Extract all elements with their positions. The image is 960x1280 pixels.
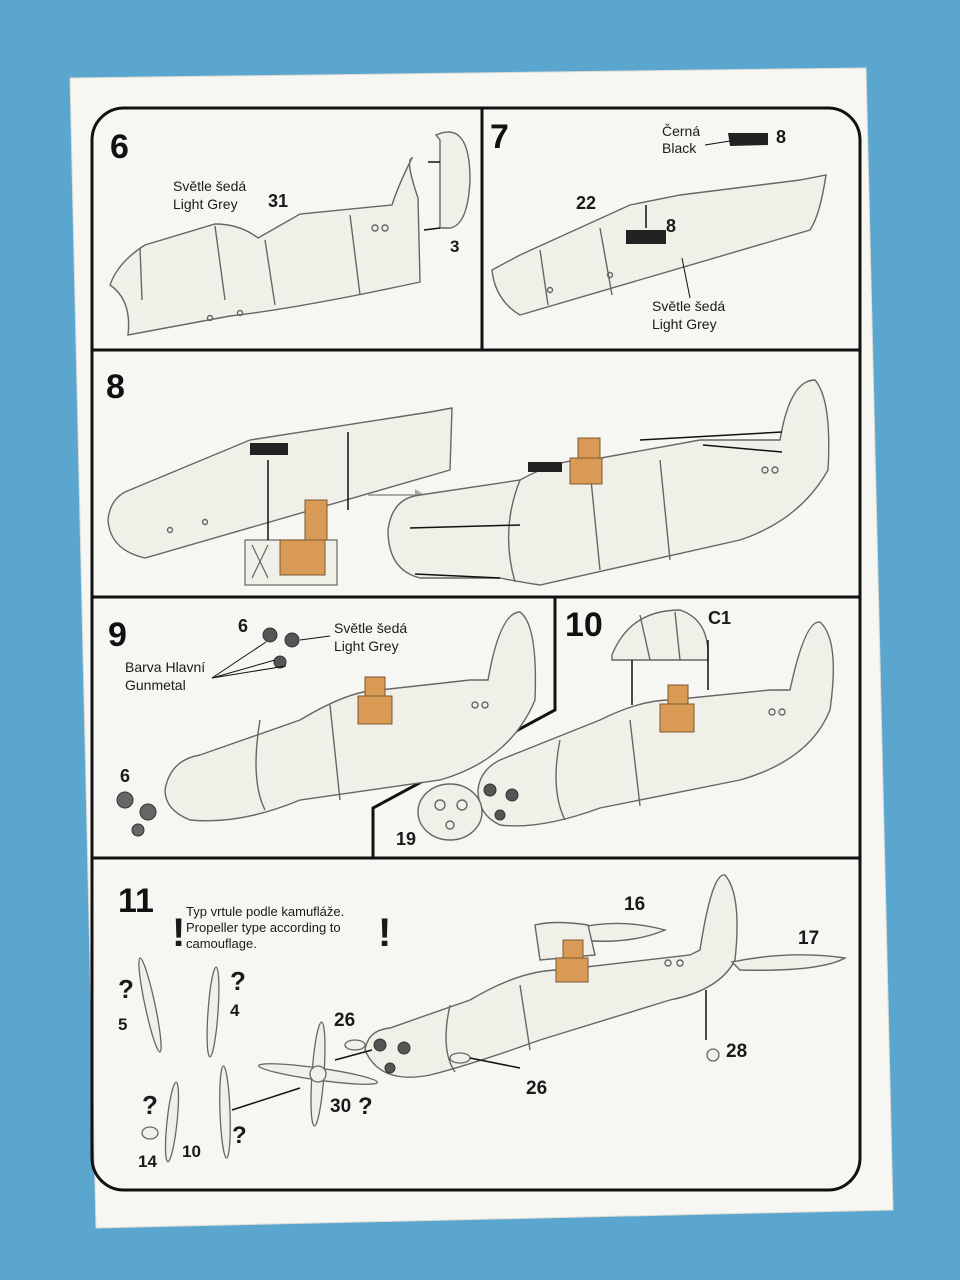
arrow bbox=[231, 1087, 301, 1111]
step-number: 7 bbox=[490, 118, 509, 156]
arrow bbox=[469, 1057, 521, 1069]
seat bbox=[357, 695, 393, 725]
step-11: 11 ! ! Typ vrtule podle kamufláže. Prope… bbox=[118, 874, 848, 1171]
paint-label-en: Light Grey bbox=[173, 196, 238, 212]
seat bbox=[659, 703, 695, 733]
gun-part bbox=[116, 791, 157, 837]
warning-icon: ! bbox=[172, 911, 185, 955]
fuselage-half bbox=[107, 407, 453, 559]
part-number: 5 bbox=[118, 1015, 127, 1034]
arrow bbox=[414, 573, 501, 579]
paint-label-cz: Světle šedá bbox=[173, 178, 246, 194]
black-label-en: Black bbox=[662, 140, 697, 156]
paint-label-cz: Světle šedá bbox=[334, 620, 407, 636]
part-number: 6 bbox=[238, 616, 248, 636]
fuselage-assembled bbox=[164, 611, 537, 822]
part-number: 14 bbox=[138, 1152, 157, 1171]
gun-part bbox=[373, 1038, 411, 1074]
step-10: 10 C1 19 bbox=[396, 606, 834, 849]
leader-line bbox=[681, 257, 691, 299]
part-number: 17 bbox=[798, 928, 819, 949]
part-number: 6 bbox=[120, 766, 130, 786]
step-7: 7 Černá Black 8 22 8 Světle šedá Light G… bbox=[490, 118, 827, 332]
gun-part bbox=[262, 627, 300, 669]
instruction-frame bbox=[90, 106, 862, 1192]
fuselage-half-right bbox=[491, 174, 827, 316]
step-8: 8 bbox=[106, 368, 830, 586]
part-number: 28 bbox=[726, 1041, 747, 1062]
step-number: 9 bbox=[108, 616, 127, 654]
nose-cover-part bbox=[417, 783, 483, 841]
part-number: 19 bbox=[396, 829, 416, 849]
part-number: 8 bbox=[776, 127, 786, 147]
seat bbox=[569, 457, 603, 485]
black-part-8 bbox=[626, 230, 666, 244]
question-mark: ? bbox=[142, 1090, 158, 1120]
question-mark: ? bbox=[230, 966, 246, 996]
part-number: 4 bbox=[230, 1001, 240, 1020]
leader-line bbox=[704, 140, 731, 146]
paint-label-en: Light Grey bbox=[652, 316, 717, 332]
question-mark: ? bbox=[358, 1093, 373, 1120]
leader-line bbox=[211, 641, 267, 679]
arrow bbox=[423, 227, 441, 231]
part-number: 30 bbox=[330, 1096, 351, 1117]
leader-line bbox=[211, 659, 276, 679]
part-number: 16 bbox=[624, 894, 645, 915]
step-9: 9 6 Světle šedá Light Grey Barva Hlavní … bbox=[108, 611, 537, 837]
fuselage-complete bbox=[364, 874, 848, 1078]
part-number: 3 bbox=[450, 237, 459, 256]
paper-sheet bbox=[69, 67, 894, 1229]
warning-icon: ! bbox=[378, 911, 391, 955]
step-6: 6 Světle šedá Light Grey 31 3 bbox=[109, 128, 471, 336]
black-part bbox=[528, 462, 562, 472]
step-number: 11 bbox=[118, 882, 154, 920]
fuselage-assembled bbox=[477, 621, 834, 827]
part-number: 8 bbox=[666, 216, 676, 236]
part-number: C1 bbox=[708, 608, 731, 628]
gunmetal-label-en: Gunmetal bbox=[125, 677, 186, 693]
propeller-part bbox=[138, 957, 720, 1163]
leader-line bbox=[211, 665, 287, 679]
arrow bbox=[702, 444, 783, 453]
propeller-note-en: Propeller type according to bbox=[186, 920, 341, 935]
leader-line bbox=[299, 635, 331, 641]
arrow bbox=[639, 431, 783, 441]
gun-part bbox=[483, 783, 519, 821]
arrow bbox=[409, 524, 521, 529]
paint-label-en: Light Grey bbox=[334, 638, 399, 654]
fuselage-half-left bbox=[109, 156, 421, 336]
question-mark: ? bbox=[232, 1122, 247, 1149]
seat bbox=[304, 499, 328, 541]
step-number: 8 bbox=[106, 368, 125, 406]
propeller-note-cz: Typ vrtule podle kamufláže. bbox=[186, 904, 344, 919]
part-number: 31 bbox=[268, 191, 288, 211]
gunmetal-label-cz: Barva Hlavní bbox=[125, 659, 205, 675]
part-number: 26 bbox=[334, 1010, 355, 1031]
question-mark: ? bbox=[118, 974, 134, 1004]
part-number: 10 bbox=[182, 1142, 201, 1161]
propeller-note-en-2: camouflage. bbox=[186, 936, 257, 951]
step-number: 6 bbox=[110, 128, 129, 166]
seat bbox=[555, 957, 589, 983]
rudder-part bbox=[434, 131, 471, 229]
arrow bbox=[334, 1049, 373, 1061]
black-part-8 bbox=[728, 133, 768, 146]
paint-label-cz: Světle šedá bbox=[652, 298, 725, 314]
part-number: 26 bbox=[526, 1078, 547, 1099]
part-number: 22 bbox=[576, 193, 596, 213]
seat bbox=[279, 539, 326, 576]
black-part bbox=[250, 443, 288, 455]
black-label-cz: Černá bbox=[662, 123, 700, 139]
fuselage-assembled bbox=[387, 379, 830, 586]
step-number: 10 bbox=[565, 606, 603, 644]
